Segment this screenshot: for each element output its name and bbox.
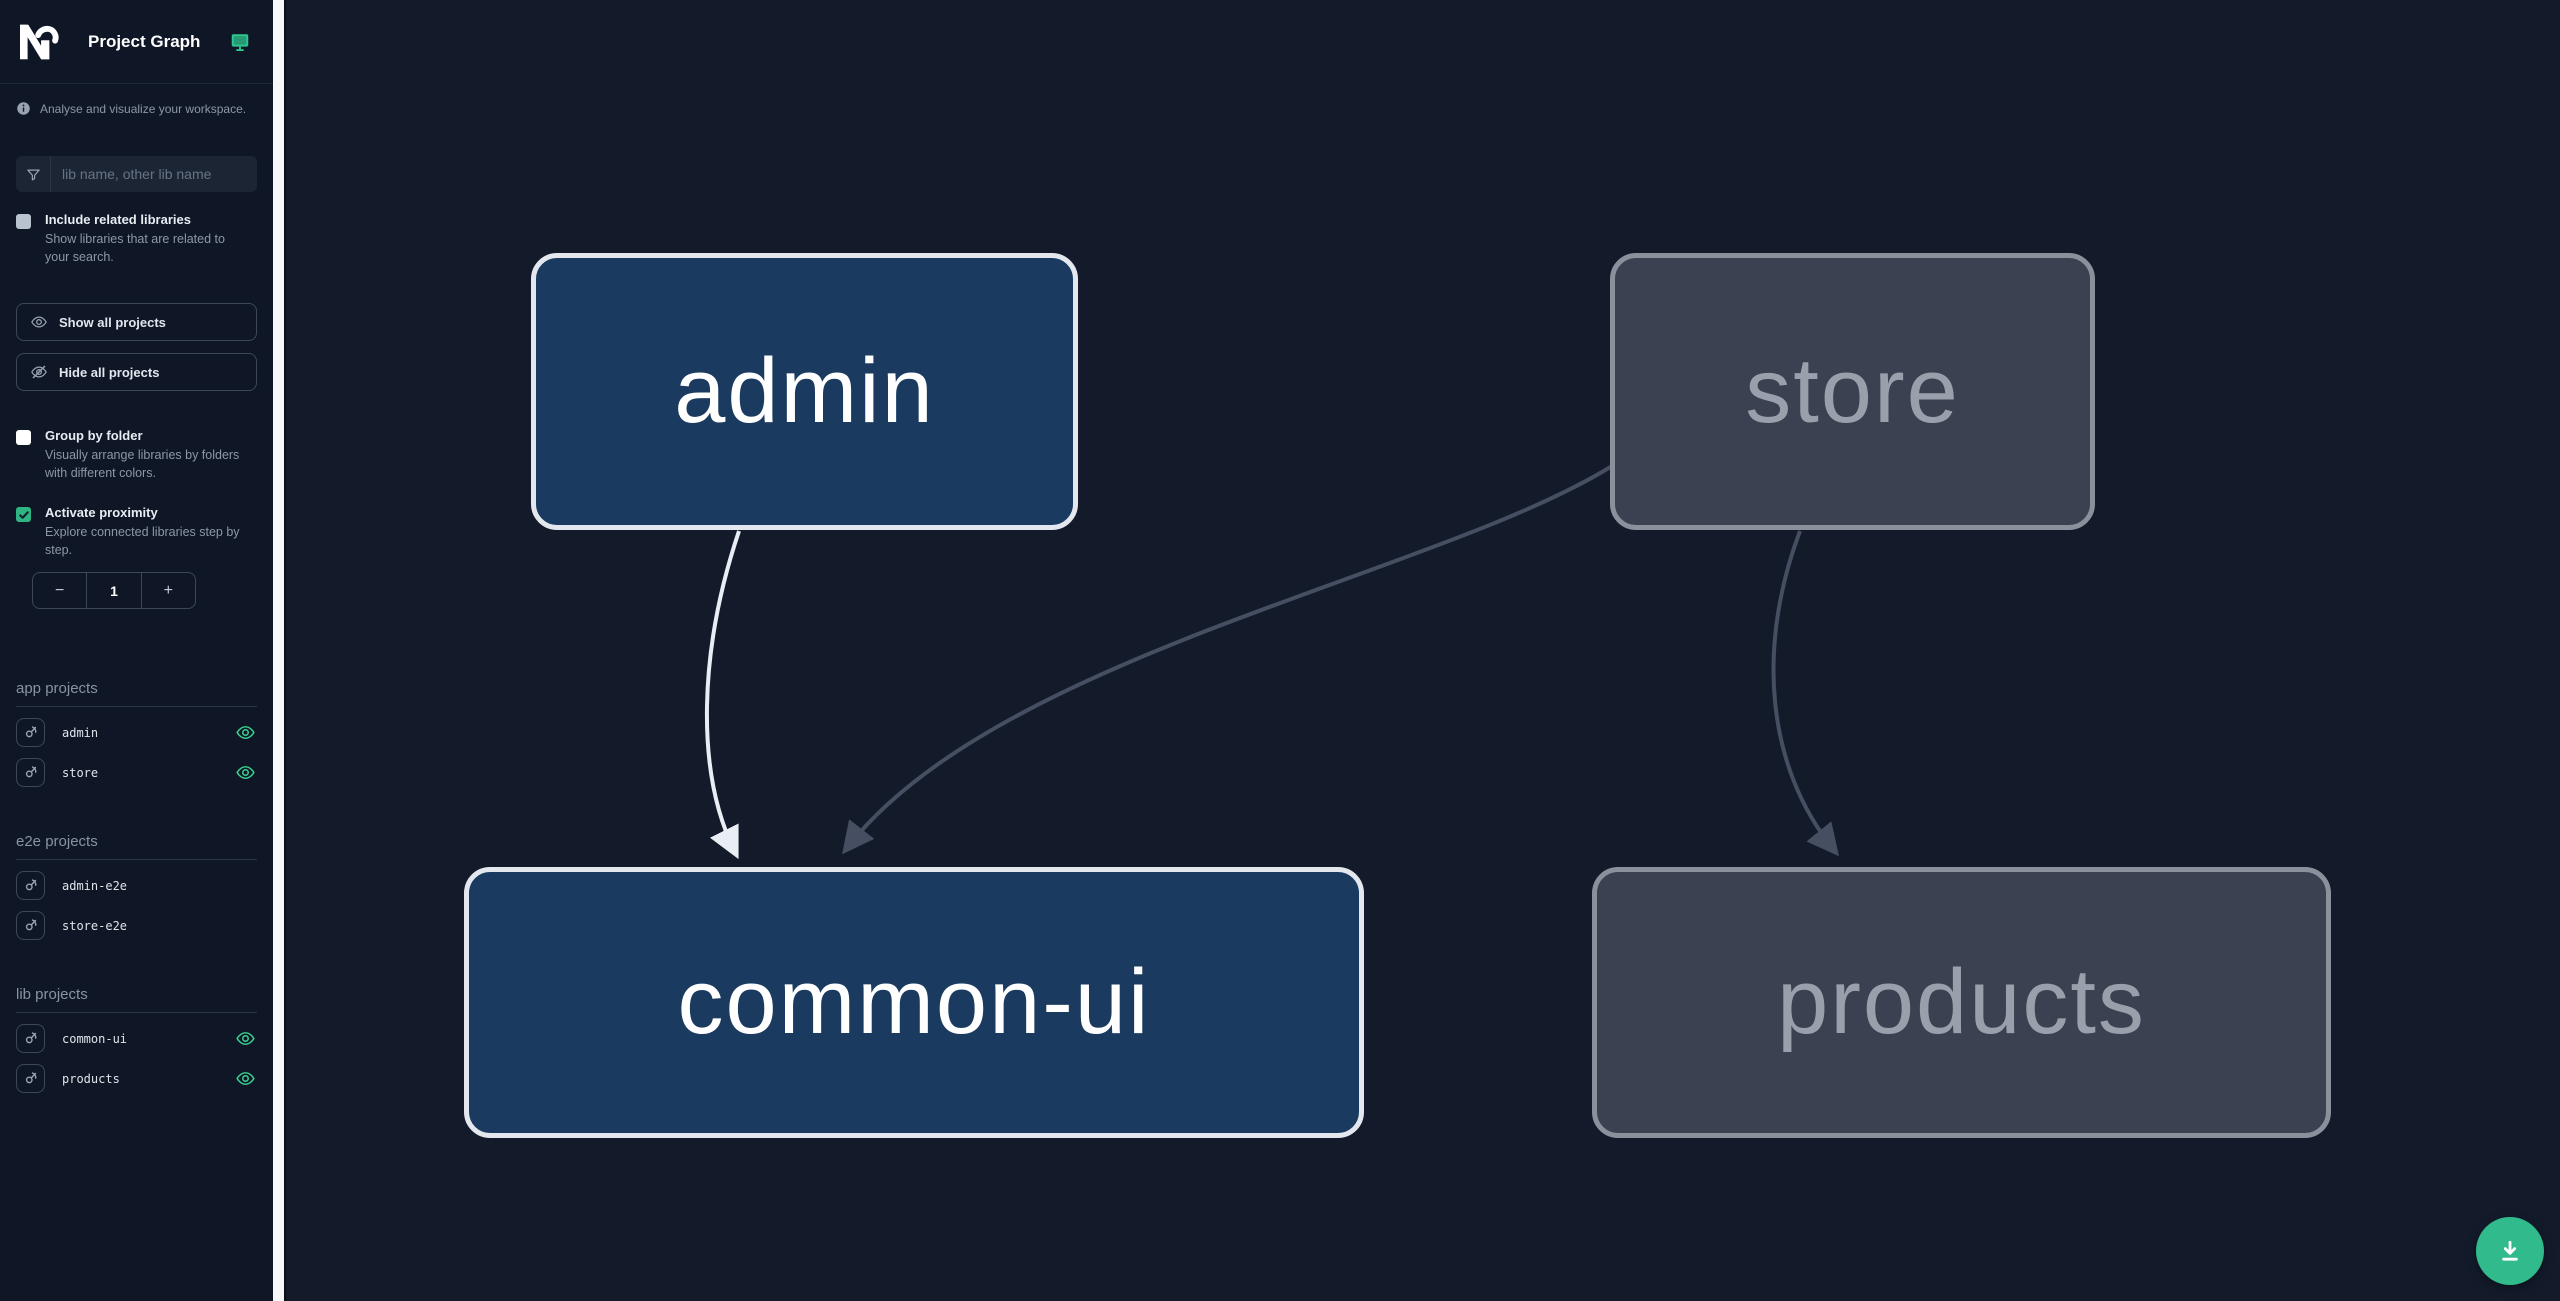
project-name: store-e2e: [62, 918, 128, 933]
focus-icon: [25, 1032, 37, 1044]
check-icon: [18, 510, 29, 519]
info-icon: [17, 102, 30, 115]
funnel-icon: [16, 156, 51, 192]
workspace-subtitle-row: Analyse and visualize your workspace.: [16, 101, 257, 116]
include-related-description: Show libraries that are related to your …: [45, 232, 225, 264]
project-name: admin: [62, 725, 99, 740]
sidebar: Project Graph Analyse and visualize your…: [0, 0, 273, 1301]
eye-slash-icon: [31, 365, 47, 379]
eye-icon: [31, 316, 47, 328]
graph-edges: [704, 464, 1840, 860]
graph-node-store[interactable]: store: [1610, 253, 2095, 530]
toggle-visibility-button[interactable]: [235, 1028, 256, 1049]
nx-logo: [20, 24, 59, 59]
project-section: app projects admin store: [16, 680, 257, 787]
project-section: lib projects common-ui products: [16, 986, 257, 1093]
focus-project-button[interactable]: [16, 1024, 45, 1053]
show-all-projects-label: Show all projects: [59, 314, 166, 330]
focus-project-button[interactable]: [16, 758, 45, 787]
project-section: e2e projects admin-e2e store-e2e: [16, 833, 257, 940]
group-by-folder-description: Visually arrange libraries by folders wi…: [45, 448, 240, 480]
graph-node-products[interactable]: products: [1592, 867, 2331, 1138]
page-title: Project Graph: [88, 31, 201, 51]
show-all-projects-button[interactable]: Show all projects: [16, 303, 257, 341]
activate-proximity-description: Explore connected libraries step by step…: [45, 525, 240, 557]
project-name: store: [62, 765, 99, 780]
hide-all-projects-button[interactable]: Hide all projects: [16, 353, 257, 391]
monitor-icon[interactable]: [229, 31, 251, 53]
project-name: common-ui: [62, 1031, 128, 1046]
focus-icon: [25, 726, 37, 738]
project-row: store-e2e: [16, 911, 257, 940]
toggle-visibility-button[interactable]: [235, 762, 256, 783]
project-row: common-ui: [16, 1024, 257, 1053]
project-row: admin: [16, 718, 257, 747]
hide-all-projects-label: Hide all projects: [59, 364, 160, 380]
activate-proximity-checkbox[interactable]: [16, 507, 31, 522]
group-by-folder-label: Group by folder: [45, 428, 143, 443]
search-input[interactable]: [51, 156, 257, 192]
project-row: products: [16, 1064, 257, 1093]
project-sections: app projects admin store: [0, 680, 273, 1093]
toggle-visibility-button[interactable]: [235, 722, 256, 743]
activate-proximity-option: Activate proximity Explore connected lib…: [16, 505, 257, 559]
focus-project-button[interactable]: [16, 718, 45, 747]
focus-project-button[interactable]: [16, 1064, 45, 1093]
eye-icon: [236, 1032, 255, 1045]
focus-icon: [25, 879, 37, 891]
graph-node-admin[interactable]: admin: [531, 253, 1078, 530]
focus-icon: [25, 1072, 37, 1084]
graph-node-label: admin: [674, 340, 935, 442]
project-row: admin-e2e: [16, 871, 257, 900]
graph-node-label: common-ui: [677, 951, 1151, 1053]
project-name: products: [62, 1071, 120, 1086]
group-by-folder-option: Group by folder Visually arrange librari…: [16, 428, 257, 482]
sidebar-header: Project Graph: [0, 0, 273, 84]
proximity-stepper: − 1 +: [32, 572, 196, 609]
workspace-subtitle: Analyse and visualize your workspace.: [40, 101, 247, 116]
toggle-visibility-button[interactable]: [235, 1068, 256, 1089]
focus-project-button[interactable]: [16, 871, 45, 900]
project-section-title: app projects: [16, 680, 257, 707]
graph-node-label: products: [1777, 951, 2146, 1053]
focus-icon: [25, 919, 37, 931]
focus-icon: [25, 766, 37, 778]
project-section-title: lib projects: [16, 986, 257, 1013]
download-icon: [2502, 1240, 2518, 1261]
include-related-checkbox[interactable]: [16, 214, 31, 229]
edge-admin-common-ui[interactable]: [704, 530, 741, 860]
proximity-increment-button[interactable]: +: [142, 573, 195, 608]
edge-store-common-ui[interactable]: [842, 464, 1614, 855]
sidebar-scrollbar[interactable]: [273, 0, 286, 1301]
group-by-folder-checkbox[interactable]: [16, 430, 31, 445]
proximity-value: 1: [86, 573, 142, 608]
edge-store-products[interactable]: [1771, 530, 1840, 857]
include-related-option: Include related libraries Show libraries…: [16, 212, 257, 266]
activate-proximity-label: Activate proximity: [45, 505, 158, 520]
project-name: admin-e2e: [62, 878, 128, 893]
graph-node-common-ui[interactable]: common-ui: [464, 867, 1364, 1138]
graph-node-label: store: [1745, 340, 1960, 442]
proximity-decrement-button[interactable]: −: [33, 573, 86, 608]
focus-project-button[interactable]: [16, 911, 45, 940]
include-related-label: Include related libraries: [45, 212, 191, 227]
eye-icon: [236, 766, 255, 779]
project-section-title: e2e projects: [16, 833, 257, 860]
graph-canvas[interactable]: admin store common-ui products: [287, 0, 2560, 1301]
eye-icon: [236, 726, 255, 739]
save-image-button[interactable]: [2476, 1217, 2544, 1285]
project-row: store: [16, 758, 257, 787]
search-box: [16, 156, 257, 192]
eye-icon: [236, 1072, 255, 1085]
